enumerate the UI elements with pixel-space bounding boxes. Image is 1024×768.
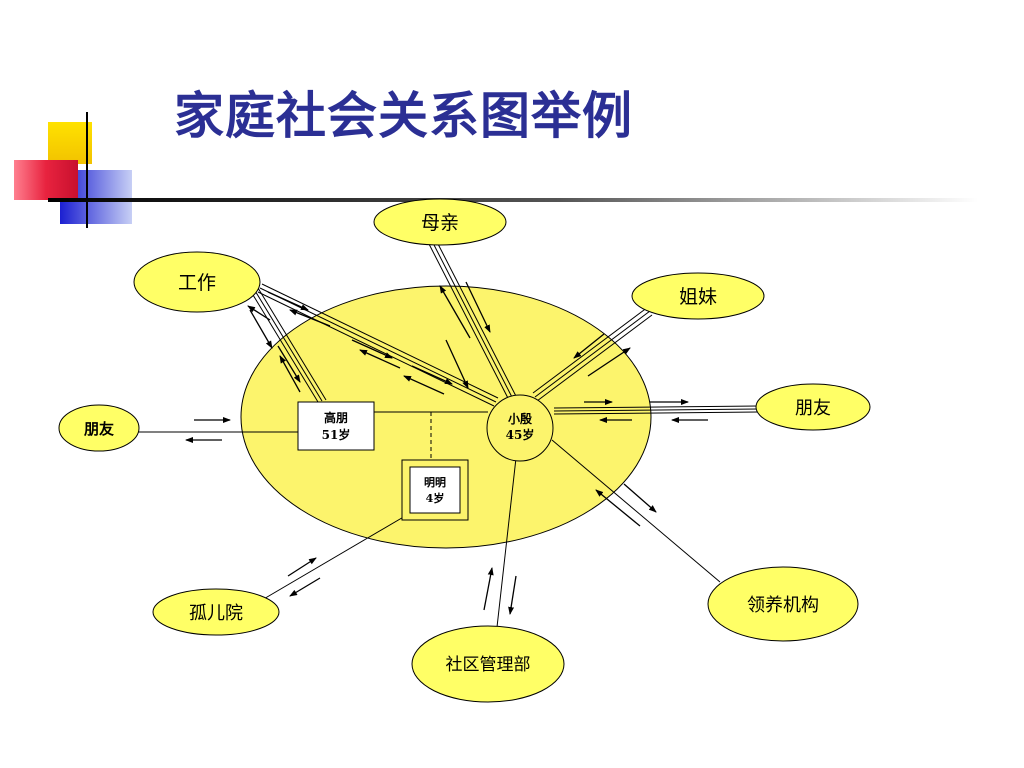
child-node: 明明 4岁	[401, 459, 469, 521]
node-orphanage: 孤儿院	[152, 588, 280, 636]
father-node: 高朋 51岁	[297, 401, 375, 451]
node-sisters-label: 姐妹	[679, 286, 717, 308]
node-orphanage-label: 孤儿院	[189, 603, 243, 624]
father-age: 51岁	[322, 427, 351, 442]
node-adoption-agency: 领养机构	[707, 566, 859, 642]
father-name: 高朋	[324, 410, 348, 425]
node-friend-right: 朋友	[755, 383, 871, 431]
mother-self-name: 小殷	[508, 411, 533, 426]
red-square-icon	[14, 160, 78, 200]
node-work-label: 工作	[178, 272, 216, 294]
node-community-management-label: 社区管理部	[446, 655, 531, 675]
title-divider	[48, 198, 978, 202]
mother-self-age: 45岁	[506, 427, 535, 442]
yellow-square-icon	[48, 122, 92, 164]
child-name: 明明	[424, 476, 446, 489]
node-friend-left-label: 朋友	[84, 420, 114, 438]
node-sisters: 姐妹	[631, 272, 765, 320]
node-mother-label: 母亲	[421, 212, 459, 234]
decorative-corner-logo	[14, 112, 132, 228]
node-work: 工作	[133, 251, 261, 313]
direction-arrows	[185, 281, 708, 615]
child-age: 4岁	[426, 491, 445, 505]
node-friend-right-label: 朋友	[795, 398, 831, 419]
node-mother: 母亲	[373, 198, 507, 246]
slide-title: 家庭社会关系图举例	[174, 87, 633, 145]
node-adoption-agency-label: 领养机构	[747, 595, 819, 616]
mother-self-node: 小殷 45岁	[486, 394, 554, 462]
node-community-management: 社区管理部	[411, 625, 565, 703]
node-friend-left: 朋友	[58, 404, 140, 452]
